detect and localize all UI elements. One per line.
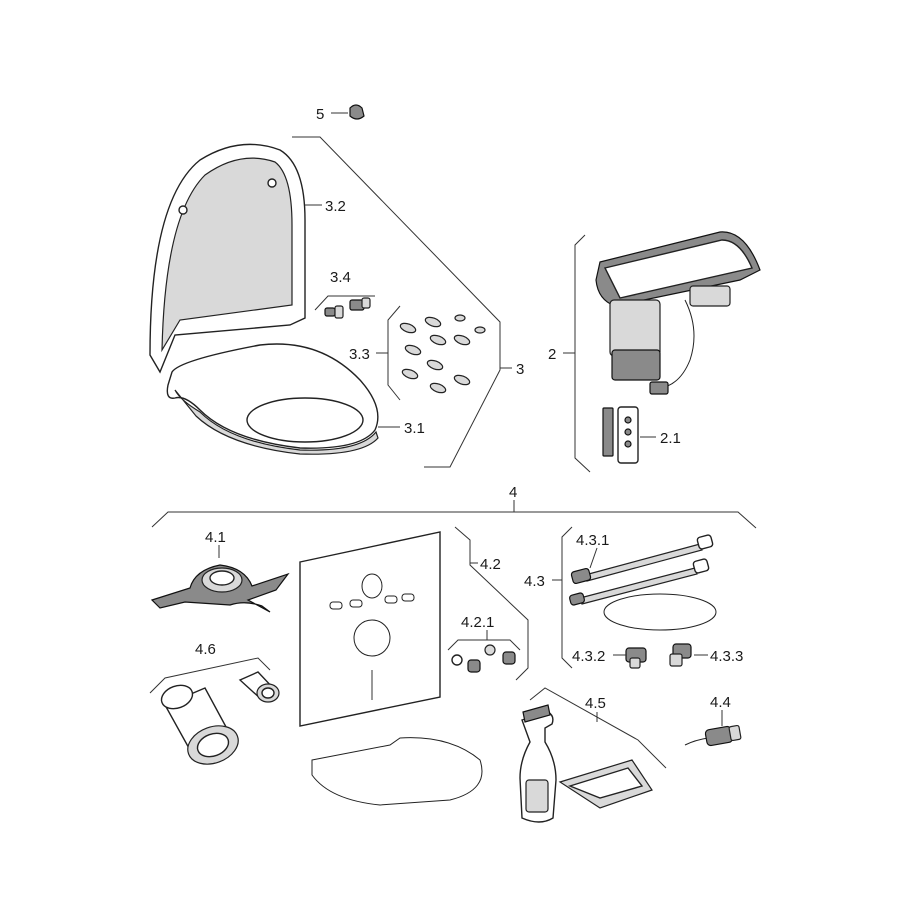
bracket-3-3 [387,305,401,401]
part-4-6-pipes [160,671,280,765]
label-3-3: 3.3 [349,346,370,363]
part-3-4-pins [314,295,375,319]
bracket-4-2-1 [447,639,521,651]
bracket-4-3 [561,526,573,669]
label-4-5: 4.5 [585,695,606,712]
part-4-3-2-fitting [625,647,647,669]
part-4-2-insulation-sheet [299,531,483,806]
label-4-4: 4.4 [710,694,731,711]
label-4-1: 4.1 [205,529,226,546]
part-4-1-mounting-bracket [150,564,290,613]
label-4-3-2: 4.3.2 [572,648,605,665]
part-3-1-seat [166,343,379,455]
part-2-1-remote [602,406,639,464]
part-3-3-clips [399,314,486,394]
bracket-3 [292,136,501,468]
label-5: 5 [316,106,324,123]
label-4-3-3: 4.3.3 [710,648,743,665]
part-3-2-lid [149,143,306,374]
label-4-2: 4.2 [480,556,501,573]
part-4-2-1-screws [451,644,516,673]
part-2-control-unit [595,231,761,395]
label-2: 2 [548,346,556,363]
part-4-4-connector [684,724,742,747]
label-4-2-1: 4.2.1 [461,614,494,631]
part-5-cap [331,104,365,120]
label-4-3: 4.3 [524,573,545,590]
label-4: 4 [509,484,517,501]
label-3-2: 3.2 [325,198,346,215]
label-3-1: 3.1 [404,420,425,437]
bracket-4 [151,511,757,529]
part-4-3-1-hoses [569,534,717,631]
label-4-6: 4.6 [195,641,216,658]
part-4-5-spray-bottle [519,704,557,823]
label-2-1: 2.1 [660,430,681,447]
part-4-5-cloth [558,759,653,809]
bracket-4-6 [149,657,271,694]
bracket-4-5 [529,687,667,769]
label-3: 3 [516,361,524,378]
bracket-2 [574,234,591,473]
bracket-4-2 [454,526,529,681]
label-3-4: 3.4 [330,269,351,286]
part-4-3-3-fitting [669,643,692,667]
label-4-3-1: 4.3.1 [576,532,609,549]
leader-4-3-1 [589,547,598,569]
